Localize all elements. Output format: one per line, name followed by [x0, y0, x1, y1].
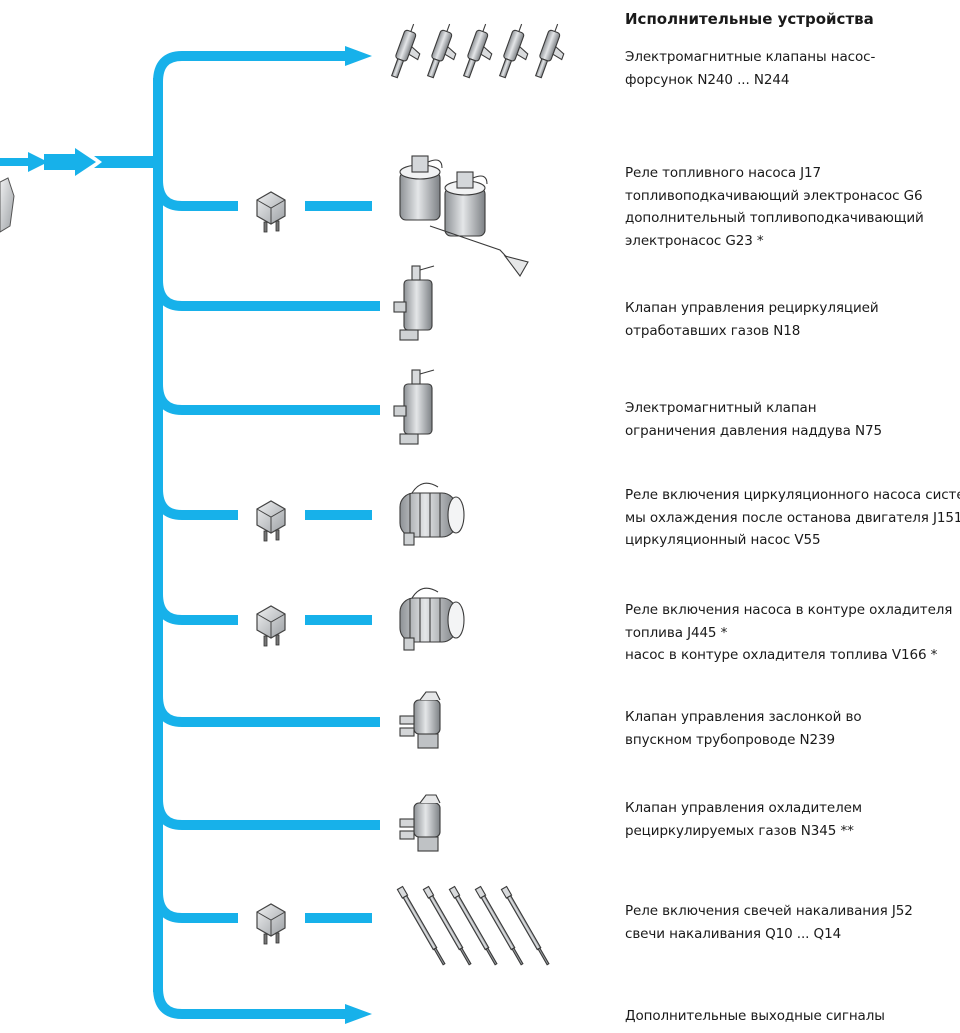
actuator-label: Клапан управления рециркуляцией отработав…	[625, 297, 960, 342]
egr-valve-icon	[393, 265, 435, 341]
actuator-label-line: впускном трубопроводе N239	[625, 731, 835, 748]
relay-icon	[256, 903, 286, 945]
branch-line	[153, 695, 380, 727]
boost-valve-icon	[393, 369, 435, 445]
actuator-label-line: насос в контуре охладителя топлива V166 …	[625, 647, 938, 663]
actuator-label: Реле топливного насоса J17 топливоподкачи…	[625, 162, 960, 252]
actuator-label-line: Реле включения циркуляционного насоса си…	[625, 487, 960, 503]
actuator-label: Реле включения циркуляционного насоса си…	[625, 484, 960, 552]
branch-line	[153, 798, 380, 830]
fuel-cooler-pump-icon	[399, 587, 465, 651]
actuator-label: Электромагнитный клапан ограничения давле…	[625, 397, 960, 442]
actuator-label-line: циркуляционный насос V55	[625, 532, 821, 548]
actuator-label-line: рециркулируемых газов N345 **	[625, 822, 854, 839]
actuator-label-line: Дополнительные выходные сигналы	[625, 1008, 885, 1024]
actuator-label-line: электронасос G23 *	[625, 232, 764, 249]
component-icons	[0, 23, 565, 966]
input-arrow	[44, 148, 96, 176]
actuator-label-line: топливоподкачивающий электронасос G6	[625, 187, 923, 204]
actuator-label: Клапан управления заслонкой во впускном т…	[625, 706, 960, 751]
branch-line	[153, 383, 380, 415]
actuator-label-line: дополнительный топливоподкачивающий	[625, 210, 924, 226]
actuator-label-line: топлива J445 *	[625, 624, 728, 641]
input-arrow	[94, 156, 160, 168]
relay-icon	[256, 605, 286, 647]
actuator-label: Реле включения насоса в контуре охладите…	[625, 599, 960, 667]
actuator-label-line: Электромагнитные клапаны насос-	[625, 49, 876, 65]
intake-flap-valve-icon	[399, 691, 441, 749]
branch-line	[153, 51, 345, 83]
arrowhead	[345, 1004, 372, 1024]
actuator-label: Клапан управления охладителем рециркулиру…	[625, 797, 960, 842]
glow-plug-icons	[396, 885, 550, 966]
control-unit-icon	[0, 177, 15, 233]
actuator-label: Электромагнитные клапаны насос-форсунок …	[625, 46, 960, 91]
injector-icons	[390, 23, 565, 79]
coolant-pump-icon	[399, 482, 465, 546]
actuator-label-line: форсунок N240 ... N244	[625, 71, 790, 88]
flow-arrows	[0, 46, 380, 1024]
branch-line	[153, 488, 238, 520]
actuator-label-line: отработавших газов N18	[625, 322, 801, 339]
section-title: Исполнительные устройства	[625, 10, 874, 28]
actuator-label-line: Клапан управления рециркуляцией	[625, 300, 879, 316]
relay-icon	[256, 500, 286, 542]
branch-line	[153, 179, 238, 211]
branch-line	[153, 279, 380, 311]
actuator-label-line: свечи накаливания Q10 ... Q14	[625, 925, 842, 942]
branch-line	[153, 987, 345, 1019]
arrowhead	[345, 46, 372, 66]
actuator-label-line: Электромагнитный клапан	[625, 400, 817, 416]
branch-line	[153, 891, 238, 923]
actuator-label: Дополнительные выходные сигналы	[625, 1005, 960, 1028]
egr-cooler-valve-icon	[399, 794, 441, 852]
actuator-label-line: ограничения давления наддува N75	[625, 422, 882, 439]
actuator-label: Реле включения свечей накаливания J52 све…	[625, 900, 960, 945]
actuator-label-line: Клапан управления заслонкой во	[625, 709, 862, 725]
actuator-label-line: мы охлаждения после останова двигателя J…	[625, 509, 960, 526]
branch-line	[153, 593, 238, 625]
relay-icon	[256, 191, 286, 233]
input-arrow	[0, 152, 48, 172]
actuator-label-line: Реле включения свечей накаливания J52	[625, 903, 913, 919]
actuator-label-line: Клапан управления охладителем	[625, 800, 862, 816]
actuator-label-line: Реле включения насоса в контуре охладите…	[625, 602, 953, 618]
fuel-pump-icons	[399, 155, 529, 277]
actuator-label-line: Реле топливного насоса J17	[625, 165, 822, 181]
